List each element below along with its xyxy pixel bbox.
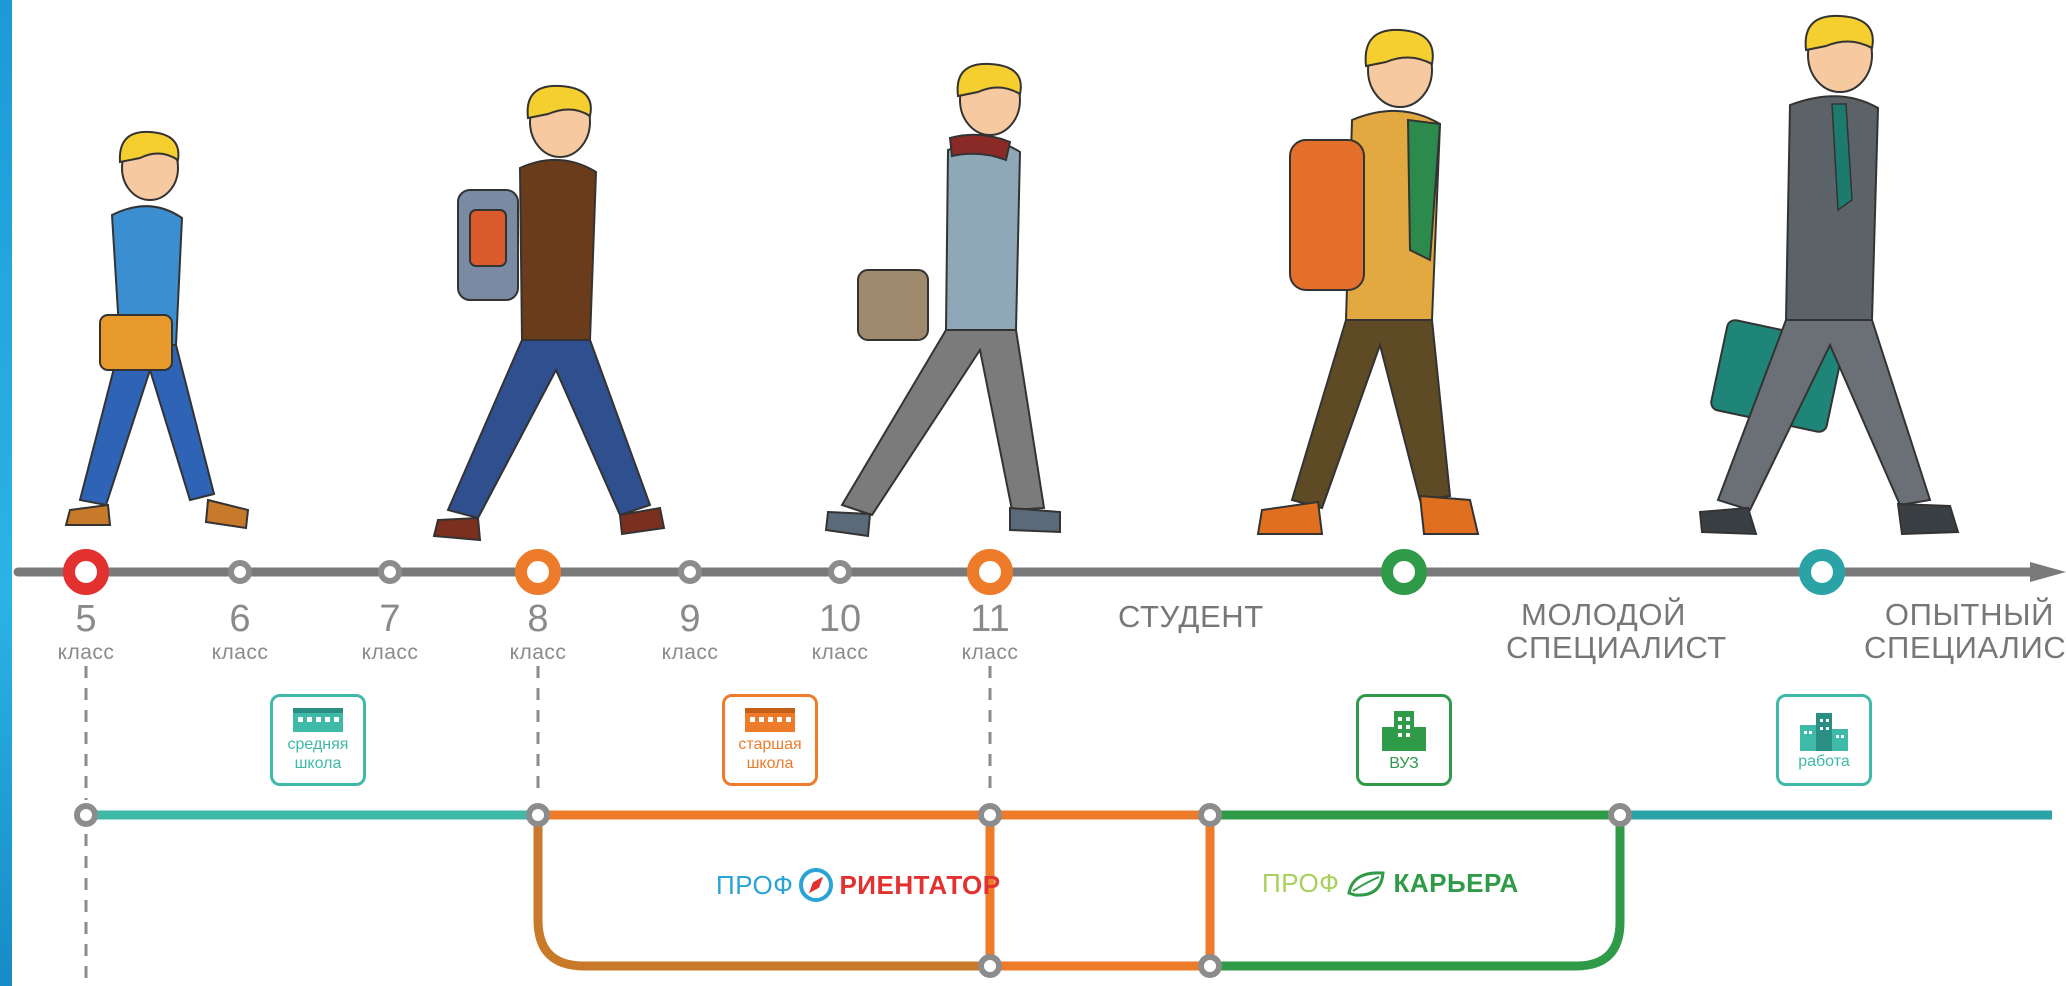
badge-senior-school: старшая школа xyxy=(722,694,818,786)
stage-student: студент xyxy=(1118,599,1264,634)
school-building-icon xyxy=(745,708,795,732)
badge-work-label: работа xyxy=(1798,752,1850,770)
timeline-arrowhead xyxy=(2030,562,2066,582)
brand-career-prefix: ПРОФ xyxy=(1262,868,1340,898)
node-grade10 xyxy=(828,560,852,584)
stage-young-specialist: молодой специалист xyxy=(1506,597,1727,666)
university-building-icon xyxy=(1382,710,1426,751)
compass-icon xyxy=(799,868,834,902)
node-grade9 xyxy=(678,560,702,584)
office-building-icon xyxy=(1800,712,1848,751)
brand-proforientator: ПРОФ РИЕНТАТОР xyxy=(716,868,1001,902)
node-grade5 xyxy=(63,549,109,595)
figure-grade8-boy xyxy=(432,84,666,542)
stage-young-line2: специалист xyxy=(1506,630,1727,666)
brand-career-main: КАРЬЕРА xyxy=(1393,868,1519,898)
leaf-icon xyxy=(1347,870,1386,897)
figure-student xyxy=(1256,28,1480,535)
dashed-guides xyxy=(84,666,992,986)
figure-grade11-boy xyxy=(824,62,1061,538)
brand-orient-main: РИЕНТАТОР xyxy=(839,869,1001,900)
timeline-nodes xyxy=(63,549,1845,595)
track-career-loop xyxy=(1210,815,1625,971)
track-orientator-loop xyxy=(533,815,990,971)
node-work xyxy=(1799,549,1845,595)
figure-professional xyxy=(1698,14,1960,536)
badge-middle-line1: средняя xyxy=(287,736,349,753)
stage-experienced-specialist: опытный специалист xyxy=(1864,597,2066,666)
stage-young-line1: молодой xyxy=(1521,597,1686,632)
badge-senior-line1: старшая xyxy=(738,736,802,753)
node-grade8 xyxy=(515,549,561,595)
node-university xyxy=(1381,549,1427,595)
badge-senior-line2: школа xyxy=(746,755,794,772)
school-building-icon xyxy=(293,708,343,732)
node-grade11 xyxy=(967,549,1013,595)
brand-profcareer: ПРОФ КАРЬЕРА xyxy=(1262,868,1519,899)
badge-vuz-label: ВУЗ xyxy=(1389,754,1419,772)
badge-work: работа xyxy=(1776,694,1872,786)
badge-middle-school: средняя школа xyxy=(270,694,366,786)
node-grade6 xyxy=(228,560,252,584)
badge-middle-line2: школа xyxy=(294,755,342,772)
track-junctions xyxy=(74,803,1632,978)
figure-grade5-boy xyxy=(64,130,250,530)
left-edge-strip xyxy=(0,0,12,986)
brand-orient-prefix: ПРОФ xyxy=(716,869,794,900)
badge-university: ВУЗ xyxy=(1356,694,1452,786)
stage-exp-line2: специалист xyxy=(1864,630,2066,666)
stage-exp-line1: опытный xyxy=(1884,597,2054,632)
node-grade7 xyxy=(378,560,402,584)
